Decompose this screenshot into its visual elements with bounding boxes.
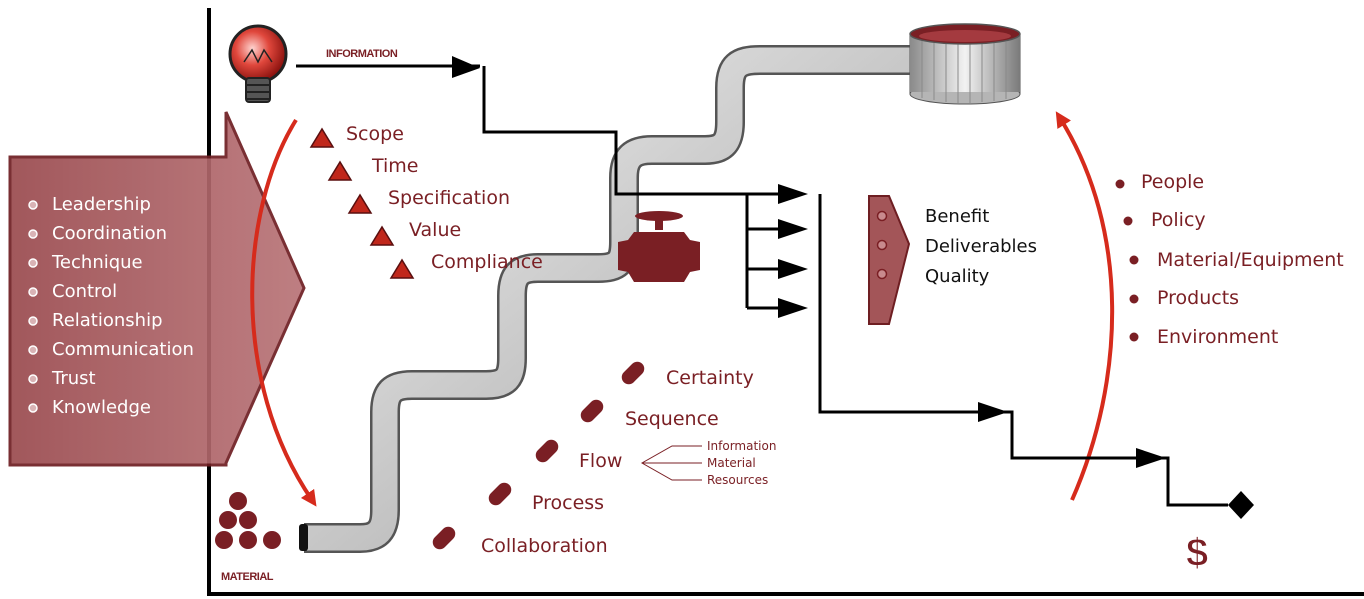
factor-coordination: Coordination — [52, 223, 168, 244]
factor-trust: Trust — [52, 368, 96, 389]
flow-type-resources: Resources — [707, 473, 769, 487]
flow-connector — [640, 445, 702, 481]
step-collaboration: Collaboration — [481, 535, 608, 557]
flow-type-material: Material — [707, 456, 756, 470]
stakeholder-people: People — [1141, 171, 1205, 193]
output-deliverables: Deliverables — [925, 236, 1037, 257]
constraint-value: Value — [409, 219, 462, 241]
information-route — [482, 66, 747, 196]
information-label: INFORMATION — [326, 48, 398, 60]
right-feedback-arrow — [1055, 111, 1115, 501]
flow-type-information: Information — [707, 439, 777, 453]
storage-tank-icon — [909, 23, 1021, 105]
factor-control: Control — [52, 281, 118, 302]
outputs-bullets — [876, 210, 888, 280]
factor-technique: Technique — [52, 252, 143, 273]
stakeholder-policy: Policy — [1151, 209, 1206, 231]
distribution-arrows — [745, 192, 780, 310]
process-step-markers — [432, 361, 645, 550]
stakeholder-products: Products — [1157, 287, 1240, 309]
constraint-compliance: Compliance — [431, 251, 543, 273]
pipe-end-cap — [299, 524, 308, 551]
constraint-time: Time — [372, 155, 419, 177]
step-certainty: Certainty — [666, 367, 754, 389]
step-sequence: Sequence — [625, 408, 719, 430]
constraint-scope: Scope — [346, 123, 404, 145]
outputs-arrow — [868, 195, 911, 325]
constraint-specification: Specification — [388, 187, 510, 209]
output-quality: Quality — [925, 266, 990, 287]
factor-leadership: Leadership — [52, 194, 151, 215]
management-bullets — [28, 200, 38, 413]
output-arrowhead-2 — [1136, 448, 1166, 468]
lightbulb-icon — [228, 24, 288, 103]
factor-communication: Communication — [52, 339, 194, 360]
distribution-arrowheads — [778, 184, 808, 318]
valve-icon — [618, 211, 700, 282]
information-arrowhead — [452, 56, 480, 78]
material-pipe-fill — [304, 47, 910, 551]
management-arrow — [8, 111, 306, 467]
dollar-icon: $ — [1186, 531, 1208, 575]
stakeholder-environment: Environment — [1157, 326, 1279, 348]
factor-relationship: Relationship — [52, 310, 163, 331]
step-flow: Flow — [579, 450, 623, 472]
constraint-triangles — [309, 127, 415, 279]
factor-knowledge: Knowledge — [52, 397, 151, 418]
output-benefit: Benefit — [925, 206, 990, 227]
output-arrowhead-1 — [978, 402, 1008, 422]
left-feedback-arrow — [250, 118, 317, 507]
step-process: Process — [532, 492, 605, 514]
material-label: MATERIAL — [221, 571, 274, 583]
stakeholder-bullets — [1115, 179, 1139, 342]
material-pile-icon — [215, 492, 281, 549]
output-route — [818, 194, 1228, 507]
output-diamond — [1228, 491, 1254, 519]
stakeholder-material-equipment: Material/Equipment — [1157, 249, 1344, 271]
